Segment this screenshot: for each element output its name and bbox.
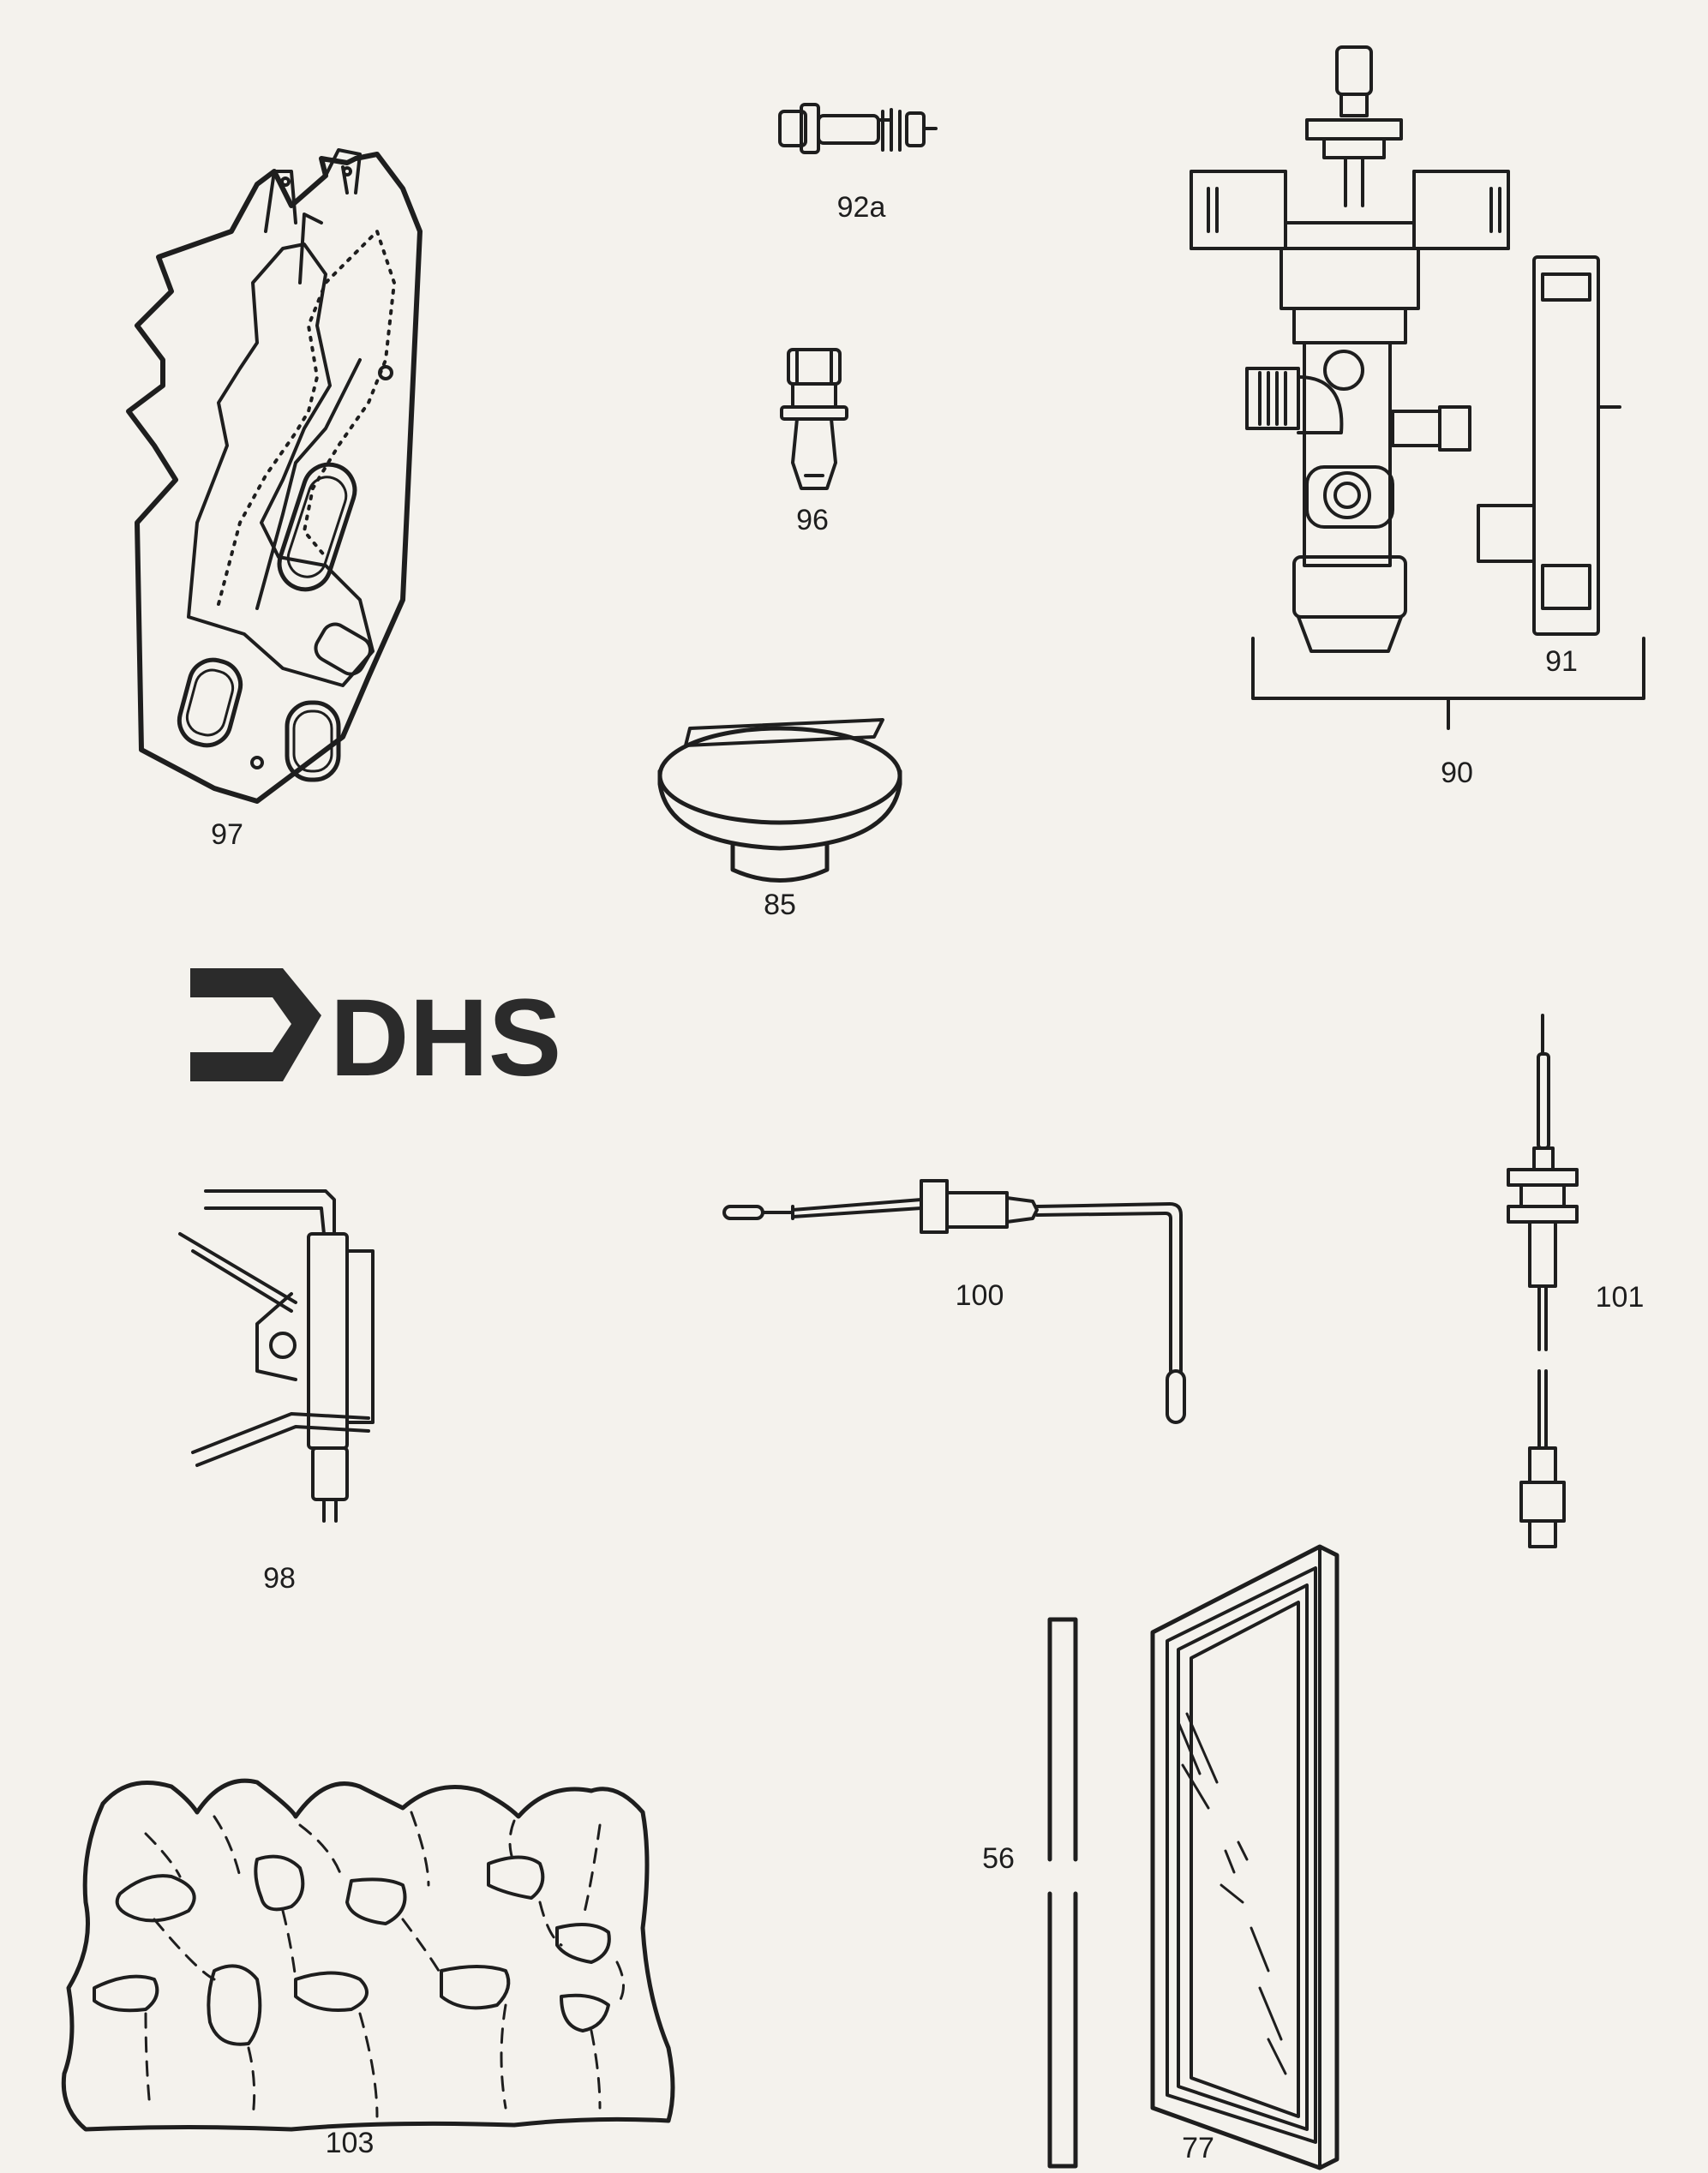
label-92a: 92a xyxy=(837,191,886,224)
thermocouple-drawing xyxy=(722,1179,1186,1424)
label-77: 77 xyxy=(1182,2132,1214,2164)
control-knob-drawing xyxy=(657,718,902,883)
dhs-logo-text: DHS xyxy=(330,977,561,1099)
label-91: 91 xyxy=(1545,645,1578,678)
electrode-drawing xyxy=(1507,1014,1579,1548)
gas-valve-drawing xyxy=(1190,45,1510,653)
label-85: 85 xyxy=(764,889,796,921)
strip-drawing xyxy=(1047,1617,1078,2169)
label-98: 98 xyxy=(263,1562,296,1595)
burner-plate-drawing xyxy=(126,148,423,804)
label-97: 97 xyxy=(211,818,243,851)
glass-door-drawing xyxy=(1150,1544,1339,2170)
label-103: 103 xyxy=(326,2127,375,2159)
part-91-module-drawing xyxy=(1477,255,1621,636)
dhs-logo: DHS xyxy=(190,968,561,1099)
label-96: 96 xyxy=(796,504,829,536)
pilot-unit-drawing xyxy=(778,103,938,154)
bracket-90 xyxy=(1251,637,1645,730)
fitting-drawing xyxy=(780,348,848,490)
label-90: 90 xyxy=(1441,757,1473,789)
label-101: 101 xyxy=(1596,1281,1645,1314)
label-56: 56 xyxy=(982,1842,1015,1875)
log-set-drawing xyxy=(61,1778,675,2132)
label-100: 100 xyxy=(956,1279,1004,1312)
pilot-assembly-drawing xyxy=(178,1189,375,1523)
